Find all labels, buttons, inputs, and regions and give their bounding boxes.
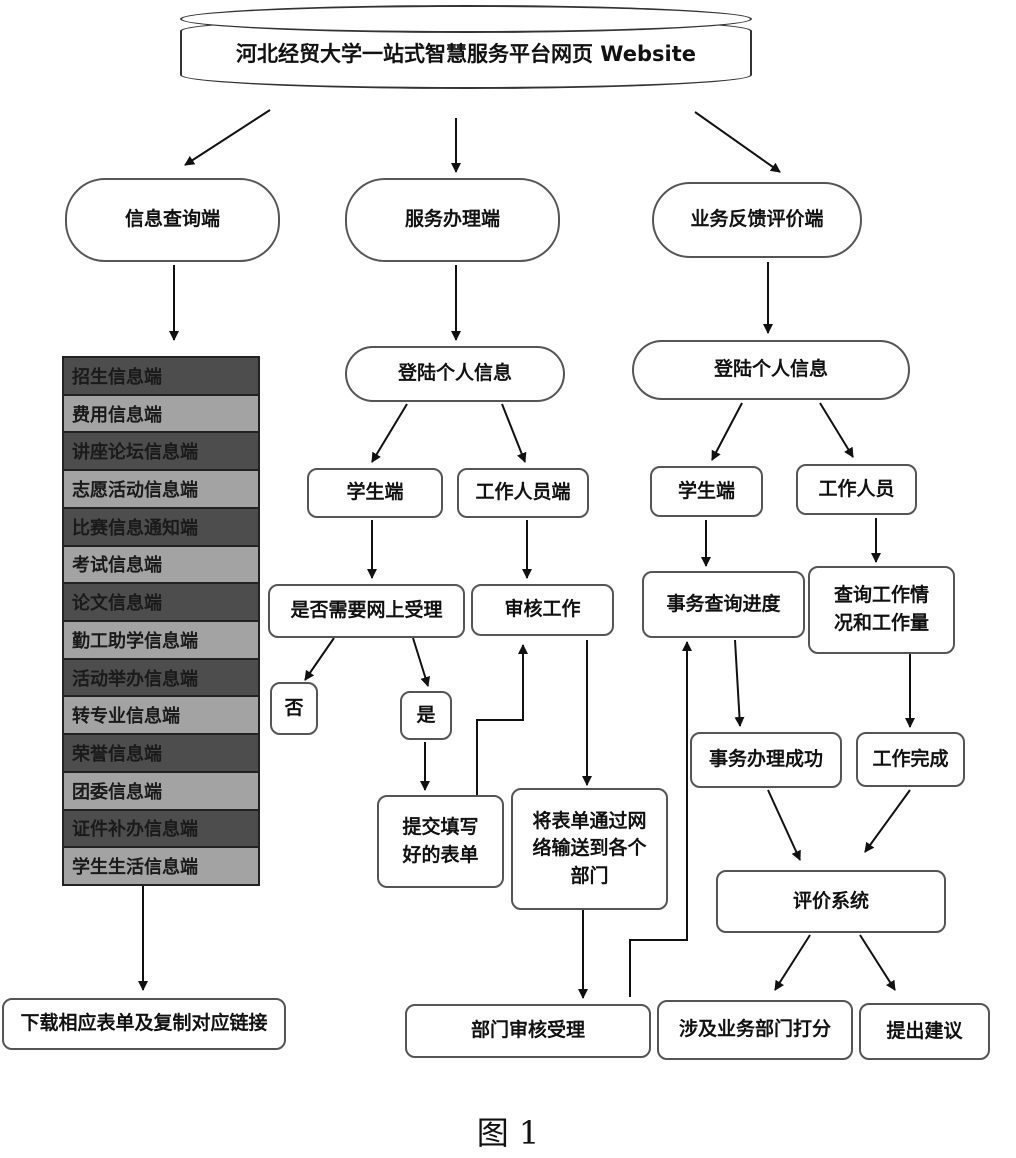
info-list-item: 费用信息端 [64, 395, 258, 434]
figure-caption: 图 1 [476, 1114, 540, 1152]
download-node: 下载相应表单及复制对应链接 [2, 998, 286, 1050]
info-list: 招生信息端费用信息端讲座论坛信息端志愿活动信息端比赛信息通知端考试信息端论文信息… [62, 356, 260, 886]
service-node: 服务办理端 [345, 178, 560, 262]
score-node: 涉及业务部门打分 [657, 1000, 853, 1060]
arrow [864, 789, 911, 853]
info-list-item: 考试信息端 [64, 546, 258, 585]
arrow [734, 639, 745, 727]
feedback-student-node: 学生端 [650, 466, 763, 517]
arrow [184, 109, 271, 166]
arrow [774, 934, 811, 991]
arrow [819, 402, 854, 458]
info-list-item: 比赛信息通知端 [64, 508, 258, 547]
arrow [694, 111, 781, 173]
feedback-node: 业务反馈评价端 [652, 182, 862, 258]
review-work-node: 审核工作 [471, 584, 614, 636]
info-list-item: 活动举办信息端 [64, 659, 258, 698]
eval-system-node: 评价系统 [716, 870, 946, 933]
need-online-node: 是否需要网上受理 [268, 584, 465, 638]
info-list-item: 证件补办信息端 [64, 810, 258, 849]
service-student-node: 学生端 [307, 468, 443, 518]
query-work-node: 查询工作情况和工作量 [808, 566, 955, 654]
no-node: 否 [270, 682, 318, 735]
info-query-node: 信息查询端 [65, 178, 280, 262]
cylinder-lid [180, 5, 752, 33]
info-list-item: 荣誉信息端 [64, 735, 258, 773]
service-staff-node: 工作人员端 [457, 468, 589, 518]
info-list-item: 招生信息端 [64, 358, 258, 396]
platform-database-node: 河北经贸大学一站式智慧服务平台网页 Website [180, 5, 752, 101]
arrow [711, 402, 743, 461]
arrow [371, 403, 408, 463]
arrow [859, 934, 896, 991]
info-list-item: 论文信息端 [64, 584, 258, 623]
arrow [304, 637, 335, 681]
arrow [629, 641, 692, 997]
info-list-item: 团委信息端 [64, 772, 258, 811]
service-login-node: 登陆个人信息 [345, 346, 565, 402]
arrow [412, 637, 431, 687]
info-list-item: 讲座论坛信息端 [64, 433, 258, 472]
feedback-staff-node: 工作人员 [796, 464, 917, 515]
work-done-node: 工作完成 [856, 732, 965, 787]
dept-review-node: 部门审核受理 [405, 1004, 651, 1058]
arrow [767, 789, 801, 861]
info-list-item: 勤工助学信息端 [64, 622, 258, 660]
yes-node: 是 [400, 691, 452, 740]
query-progress-node: 事务查询进度 [642, 571, 805, 638]
success-node: 事务办理成功 [690, 732, 842, 788]
arrow [501, 403, 527, 463]
feedback-login-node: 登陆个人信息 [632, 340, 910, 400]
submit-form-node: 提交填写好的表单 [377, 795, 504, 888]
info-list-item: 学生生活信息端 [64, 848, 258, 885]
suggest-node: 提出建议 [859, 1003, 990, 1060]
info-list-item: 志愿活动信息端 [64, 471, 258, 509]
transmit-node: 将表单通过网络输送到各个部门 [511, 788, 668, 910]
arrow [476, 644, 528, 795]
info-list-item: 转专业信息端 [64, 697, 258, 736]
